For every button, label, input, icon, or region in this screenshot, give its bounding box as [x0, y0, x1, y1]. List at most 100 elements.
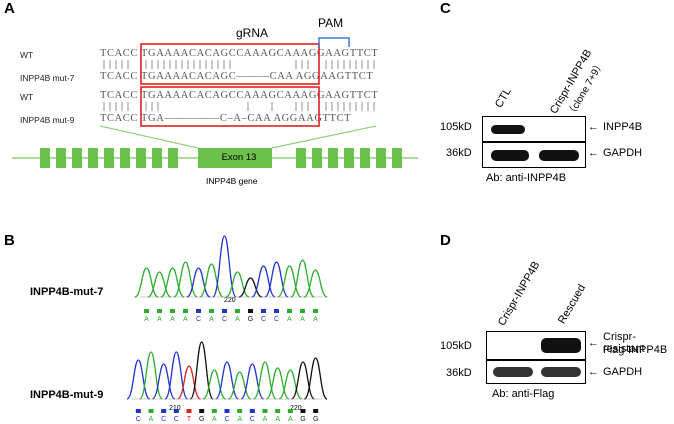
panel-c-arrow-top: ← — [588, 121, 599, 133]
grna-box-top — [140, 43, 320, 85]
panel-b-letter: B — [4, 232, 15, 249]
trace-1-peak — [212, 235, 237, 298]
trace-2-base-letter: C — [136, 416, 141, 423]
trace-1-call-marker — [222, 309, 227, 313]
trace-2-call-marker — [211, 409, 217, 413]
trace-2-base-letter: G — [199, 416, 204, 423]
panel-d-band-top-2: Flag-INPP4B — [603, 344, 668, 356]
trace-2-call-marker — [287, 409, 293, 413]
trace-1-call-marker — [209, 309, 214, 313]
trace-2-tick-left: 210 — [169, 405, 181, 412]
trace-2-call-marker — [249, 409, 255, 413]
trace-1-base-letter: A — [313, 316, 318, 323]
trace-2-call-marker — [262, 409, 268, 413]
panel-d-antibody: Ab: anti-Flag — [492, 388, 555, 400]
trace-2-base-letter: C — [224, 416, 229, 423]
blot-d-gapdh — [486, 360, 586, 384]
trace-1-peak — [277, 265, 302, 298]
trace-2-base-letter: G — [300, 416, 305, 423]
trace-2-base-letter: A — [212, 416, 217, 423]
connector-right — [271, 125, 377, 149]
trace-2-peak — [215, 361, 239, 400]
seq-row-label-3: WT — [20, 92, 34, 102]
trace-1-call-marker — [274, 309, 279, 313]
seq-row-1: TCACC TGAAAACACAGCCAAAGCAAAGGAAGTTCT — [100, 48, 379, 59]
trace-2-call-marker — [161, 409, 167, 413]
trace-2-base-letter: A — [275, 416, 280, 423]
band-c-ctl-inpp4b — [491, 125, 525, 134]
trace-2-call-marker — [313, 409, 319, 413]
trace-2-base-letter: A — [237, 416, 242, 423]
trace-1-peak — [264, 261, 289, 298]
band-c-crispr-gapdh — [539, 150, 579, 161]
trace-2-base-letter: C — [250, 416, 255, 423]
seq-row-3: TCACC TGAAAACACAGCCAAAGCAAAGGAAGTTCT — [100, 90, 379, 101]
connector-left — [99, 125, 199, 149]
trace-1-tick: 220 — [224, 297, 236, 304]
trace-2-peak — [303, 357, 328, 400]
trace-2-call-marker — [148, 409, 154, 413]
trace-1-base-letter: C — [222, 316, 227, 323]
trace-2-call-marker — [224, 409, 230, 413]
trace-1-base-letter: A — [157, 316, 162, 323]
trace-2-peak — [138, 351, 164, 400]
trace-2-peak — [253, 361, 277, 400]
panel-c-letter: C — [440, 0, 451, 17]
panel-d-band-bottom: GAPDH — [603, 366, 643, 378]
gene-label: INPP4B gene — [206, 176, 258, 186]
blot-c-gapdh — [482, 142, 586, 168]
trace-1-peak — [147, 271, 172, 298]
trace-2-label: INPP4B-mut-9 — [30, 389, 104, 401]
trace-1-base-letter: A — [170, 316, 175, 323]
trace-1-peak — [238, 277, 263, 298]
band-d-rescued-flag — [541, 338, 581, 353]
alignment-ticks-bottom — [103, 102, 375, 111]
panel-a-letter: A — [4, 0, 15, 17]
trace-1-call-marker — [235, 309, 240, 313]
trace-1-base-letter: A — [287, 316, 292, 323]
trace-1-call-marker — [170, 309, 175, 313]
trace-1-peak — [160, 267, 185, 298]
panel-d-arrow-bottom: ← — [588, 366, 599, 378]
trace-1-base-letter: A — [144, 316, 149, 323]
seq-row-label-1: WT — [20, 50, 34, 60]
trace-2-peak — [291, 361, 315, 400]
exon-blocks-right — [296, 148, 402, 168]
trace-2-call-marker — [237, 409, 243, 413]
exon-13-block — [198, 148, 272, 168]
trace-2-call-marker — [275, 409, 281, 413]
trace-2-peak — [227, 371, 252, 400]
trace-1-peak — [199, 263, 224, 298]
trace-2-peak — [126, 359, 151, 400]
pam-label: PAM — [318, 16, 344, 30]
trace-2-peak — [151, 363, 176, 400]
panel-d-band-top-1: Crispr-resistant — [603, 331, 645, 355]
seq-row-label-2: INPP4B mut-7 — [20, 73, 75, 83]
panel-c-mw-top: 105kD — [440, 121, 472, 133]
trace-1-call-marker — [157, 309, 162, 313]
band-d-crispr-gapdh — [493, 367, 533, 377]
trace-1-call-marker — [248, 309, 253, 313]
trace-1-call-marker — [300, 309, 305, 313]
exon-blocks-left — [40, 148, 178, 168]
trace-1-base-letter: C — [261, 316, 266, 323]
trace-2-call-marker — [186, 409, 192, 413]
trace-2-peak — [240, 363, 265, 400]
trace-1-base-letter: C — [196, 316, 201, 323]
trace-1-call-marker — [183, 309, 188, 313]
panel-c-band-bottom: GAPDH — [603, 147, 643, 159]
trace-1-label: INPP4B-mut-7 — [30, 286, 104, 298]
panel-c-arrow-bottom: ← — [588, 147, 599, 159]
panel-d-mw-top: 105kD — [440, 340, 472, 352]
trace-2-peak — [265, 367, 290, 400]
trace-1-call-marker — [261, 309, 266, 313]
seq-row-4: TCACC TGA—————C–A–CAA AGGAAGTTCT — [100, 113, 352, 124]
trace-1-peak — [186, 267, 211, 298]
panel-c-band-top: INPP4B — [603, 121, 643, 133]
trace-2-peak — [164, 351, 189, 400]
trace-2-peak — [177, 365, 201, 400]
band-d-rescued-gapdh — [541, 367, 581, 377]
trace-1-peak — [173, 261, 198, 298]
